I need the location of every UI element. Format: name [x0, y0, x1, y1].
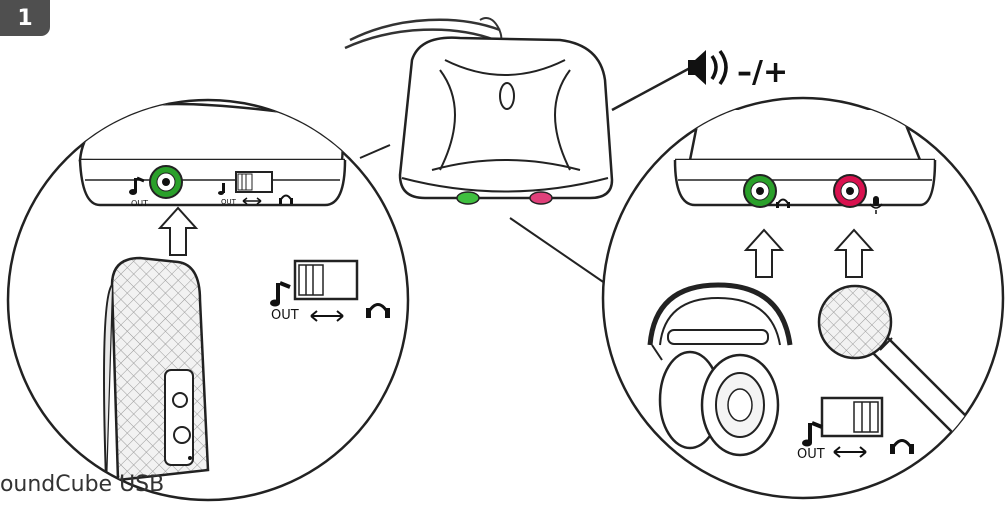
speaker-illustration [103, 256, 210, 482]
microphone-jack-icon [869, 196, 883, 214]
headphones-illustration [647, 282, 793, 457]
device-pink-jack [529, 191, 553, 205]
music-note-icon [129, 176, 145, 195]
product-name-caption: SoundCube USB [0, 472, 165, 497]
speaker-volume-icon [688, 49, 728, 86]
mode-switch-large: OUT [270, 259, 390, 323]
left-detail-circle: OUT OUT [6, 98, 410, 502]
mode-switch-right: OUT [797, 396, 914, 462]
arrow-up-icon [157, 206, 199, 256]
step-number-badge: 1 [0, 0, 50, 36]
svg-text:OUT: OUT [221, 198, 237, 206]
device-green-jack [456, 191, 480, 205]
soundcube-device [344, 17, 614, 205]
arrow-up-microphone-icon [833, 228, 875, 278]
switch-out-label-right: OUT [797, 447, 825, 462]
mode-switch-small: OUT [218, 171, 293, 206]
arrow-up-headphones-icon [743, 228, 785, 278]
music-out-label: OUT [131, 199, 148, 208]
switch-out-label: OUT [271, 308, 299, 323]
right-detail-circle: OUT [601, 96, 1005, 500]
volume-label: –/+ [737, 55, 788, 90]
